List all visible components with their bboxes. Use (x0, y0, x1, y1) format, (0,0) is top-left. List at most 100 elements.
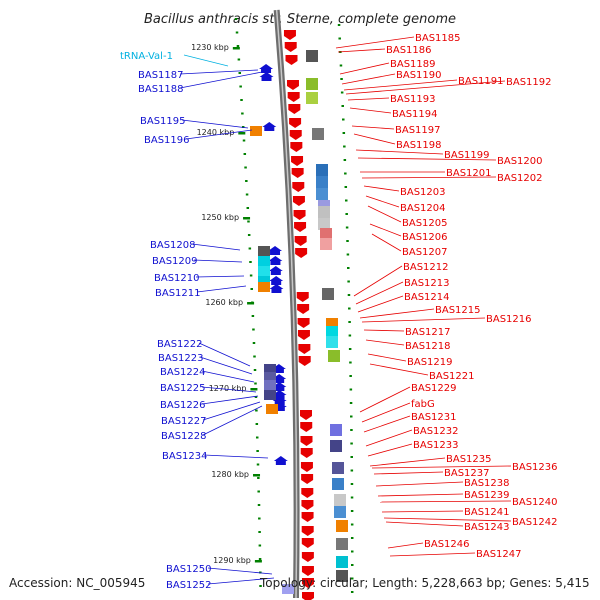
forward-gene-label: BAS1212 (403, 262, 449, 273)
forward-track-box (320, 238, 332, 250)
forward-gene-label: BAS1197 (395, 125, 441, 136)
reverse-gene-arrow (268, 266, 283, 275)
ruler-dot (339, 64, 343, 67)
forward-label-leader (339, 62, 390, 75)
forward-gene-arrow (300, 436, 313, 446)
forward-gene-label: BAS1190 (396, 70, 442, 81)
reverse-label-leader (201, 370, 255, 383)
forward-gene-arrow (287, 92, 300, 102)
ruler-dot (337, 24, 341, 26)
forward-gene-label: BAS1218 (405, 341, 451, 352)
forward-gene-arrow (301, 500, 314, 510)
reverse-track-box (258, 282, 270, 292)
forward-gene-arrow (301, 592, 314, 600)
reverse-gene-label: BAS1250 (166, 564, 212, 575)
forward-gene-label: BAS1206 (402, 232, 448, 243)
reverse-label-leader (199, 356, 253, 375)
forward-gene-arrow (298, 344, 311, 354)
reverse-track-box (258, 276, 270, 286)
ruler-dot (249, 274, 253, 277)
forward-gene-arrow (300, 462, 313, 472)
forward-track-box (336, 570, 348, 582)
forward-track-box (328, 350, 340, 362)
forward-gene-label: BAS1238 (464, 478, 510, 489)
forward-gene-label: BAS1193 (390, 94, 436, 105)
forward-gene-arrow (284, 42, 297, 52)
reverse-gene-label: tRNA-Val-1 (120, 51, 173, 62)
ruler-dot (350, 456, 353, 458)
kbp-tick (247, 302, 255, 305)
forward-label-leader (359, 308, 435, 319)
forward-gene-arrow (301, 552, 314, 562)
forward-gene-label: BAS1215 (435, 305, 481, 316)
ruler-dot (251, 315, 255, 317)
ruler-dot (252, 342, 256, 344)
forward-track-box (316, 164, 328, 176)
ruler-dot (346, 240, 349, 242)
forward-gene-label: BAS1204 (400, 203, 446, 214)
reverse-label-leader (179, 69, 259, 75)
ruler-ticks (234, 18, 354, 593)
forward-gene-arrow (301, 526, 314, 536)
reverse-label-leader (201, 395, 259, 405)
kbp-tick (250, 388, 258, 391)
reverse-gene-label: BAS1225 (160, 383, 206, 394)
ruler-dot (253, 355, 256, 358)
forward-gene-arrow (286, 80, 299, 90)
forward-track-box (306, 50, 318, 62)
ruler-dot (348, 348, 352, 350)
forward-gene-label: BAS1189 (390, 59, 436, 70)
forward-gene-arrow (300, 448, 313, 458)
ruler-dot (241, 112, 244, 115)
ruler-dot (258, 531, 261, 533)
forward-track-box (326, 326, 338, 338)
ruler-dot (348, 334, 352, 337)
forward-track-box (336, 556, 348, 568)
ruler-dot (350, 415, 353, 418)
accession-text: Accession: NC_005945 (9, 576, 145, 590)
reverse-gene-label: BAS1252 (166, 580, 212, 591)
forward-label-leader (363, 185, 400, 192)
kbp-label: 1230 kbp (191, 43, 229, 52)
forward-track-box (336, 520, 348, 532)
gene-features (250, 30, 348, 600)
forward-track-box (318, 218, 330, 230)
reverse-gene-label: BAS1187 (138, 70, 184, 81)
forward-label-leader (367, 443, 413, 457)
reverse-label-leader (203, 454, 269, 459)
ruler-dot (239, 85, 242, 88)
forward-gene-label: BAS1246 (424, 539, 470, 550)
reverse-label-leader (207, 567, 273, 575)
ruler-dot (250, 288, 253, 290)
forward-gene-label: BAS1243 (464, 522, 510, 533)
reverse-gene-label: BAS1195 (140, 116, 186, 127)
forward-label-leader (367, 353, 407, 362)
ruler-dot (349, 375, 352, 377)
ruler-dot (240, 99, 243, 101)
ruler-dot (345, 226, 349, 229)
ruler-dot (338, 37, 341, 40)
ruler-dot (350, 523, 354, 526)
ruler-dot (350, 510, 354, 512)
forward-label-leader (381, 510, 464, 513)
reverse-gene-arrow (273, 456, 288, 465)
ruler-dot (252, 328, 255, 331)
kbp-tick (253, 474, 261, 477)
forward-gene-label: BAS1242 (512, 517, 558, 528)
ruler-dot (235, 31, 239, 34)
forward-label-leader (355, 149, 444, 155)
reverse-gene-arrow (269, 284, 284, 293)
ruler-dot (344, 186, 348, 188)
forward-gene-label: BAS1186 (386, 45, 432, 56)
forward-gene-label: BAS1237 (444, 468, 490, 479)
kbp-tick (238, 132, 246, 135)
ruler-dot (259, 585, 262, 587)
forward-label-leader (357, 295, 404, 313)
forward-label-leader (371, 465, 512, 469)
reverse-gene-label: BAS1209 (152, 256, 198, 267)
forward-track-box (332, 478, 344, 490)
forward-label-leader (341, 73, 396, 85)
reverse-gene-label: BAS1210 (154, 273, 200, 284)
forward-label-leader (343, 79, 458, 91)
forward-gene-arrow (301, 488, 314, 498)
